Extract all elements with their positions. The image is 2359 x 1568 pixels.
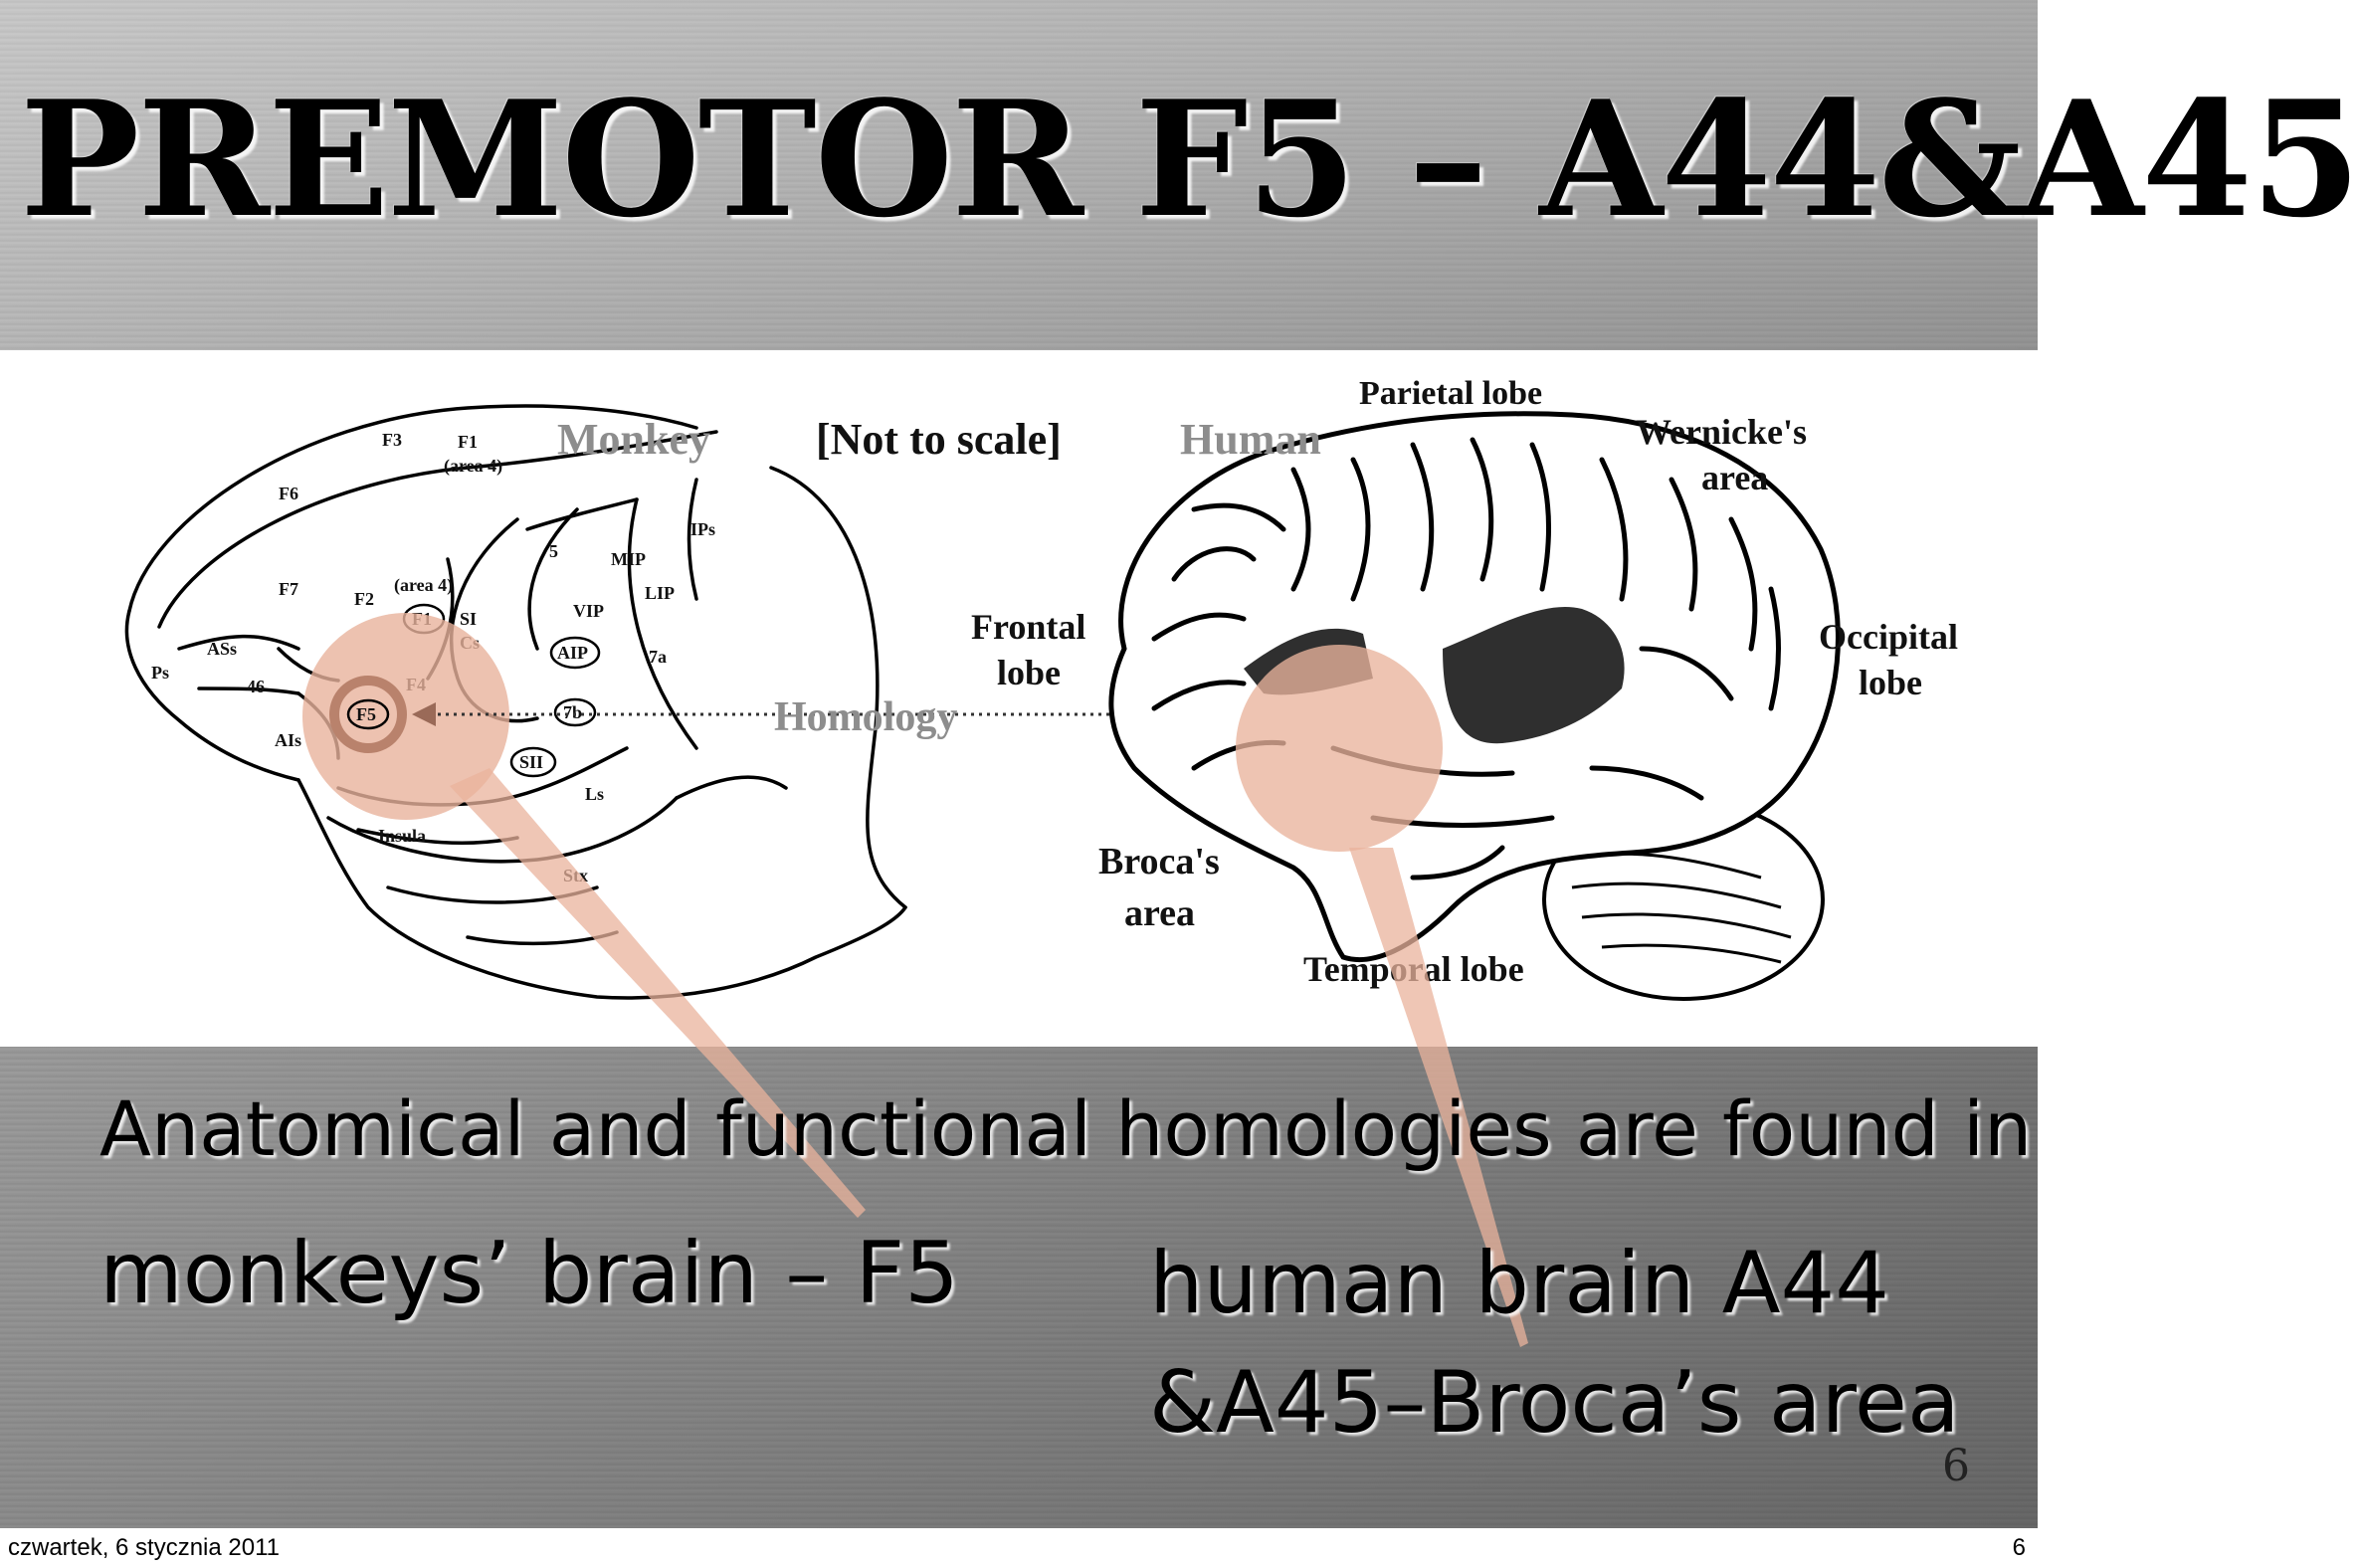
label-lip: LIP — [645, 583, 675, 603]
broca-highlight — [1236, 645, 1443, 852]
f5-ring — [329, 676, 407, 753]
label-ips: IPs — [690, 519, 715, 539]
label-aip: AIP — [557, 643, 588, 663]
label-area-5: 5 — [549, 541, 558, 561]
label-temporal-lobe: Temporal lobe — [1303, 949, 1524, 989]
label-si: SI — [460, 609, 477, 629]
wernicke-dark-region — [1443, 607, 1625, 744]
label-insula: Insula — [378, 826, 426, 846]
scale-note: [Not to scale] — [816, 415, 1062, 464]
label-wernicke-1: Wernicke's — [1636, 412, 1807, 452]
label-46: 46 — [247, 677, 265, 696]
label-broca-1: Broca's — [1098, 841, 1220, 882]
human-brain-text-line1: human brain A44 — [1149, 1234, 1889, 1333]
label-broca-2: area — [1124, 892, 1195, 934]
label-ps: Ps — [151, 663, 169, 683]
label-f1-top: F1 — [458, 432, 478, 452]
label-vip: VIP — [573, 601, 604, 621]
label-frontal-1: Frontal — [971, 607, 1085, 647]
label-sii: SII — [519, 752, 543, 772]
human-brain-text: human brain A44 &A45–Broca’s area — [1149, 1224, 1960, 1463]
label-ass: ASs — [207, 639, 237, 659]
label-wernicke-2: area — [1701, 458, 1768, 497]
f5-arrowhead — [412, 702, 436, 726]
label-frontal-2: lobe — [997, 653, 1061, 692]
slide-title: PREMOTOR F5 – A44&A45 — [20, 66, 2359, 253]
footer-bar: czwartek, 6 stycznia 2011 6 — [0, 1528, 2038, 1568]
label-f2: F2 — [354, 589, 374, 609]
aip-circle — [549, 636, 601, 670]
label-occipital-2: lobe — [1859, 663, 1922, 702]
f5-circle — [346, 698, 390, 730]
label-parietal-lobe: Parietal lobe — [1359, 375, 1542, 412]
label-area4-top: (area 4) — [444, 456, 502, 477]
label-f5: F5 — [356, 704, 376, 724]
brain-homology-figure: Monkey [Not to scale] F3 F1 (area 4) F6 … — [0, 350, 2038, 1047]
label-ais: AIs — [275, 730, 301, 750]
slide-number: 6 — [1942, 1441, 1970, 1491]
label-7b: 7b — [563, 702, 582, 722]
human-brain-text-line2: &A45–Broca’s area — [1149, 1353, 1960, 1453]
label-area4-mid: (area 4) — [394, 575, 453, 596]
monkey-brain-text: monkeys’ brain – F5 — [99, 1224, 959, 1323]
human-brain-drawing — [1108, 411, 1841, 1001]
label-f3: F3 — [382, 430, 402, 450]
label-mip: MIP — [611, 549, 646, 569]
footer-date: czwartek, 6 stycznia 2011 — [8, 1534, 281, 1561]
label-ls: Ls — [585, 784, 604, 804]
caption-text: Anatomical and functional homologies are… — [99, 1084, 2033, 1173]
label-occipital-1: Occipital — [1819, 617, 1958, 657]
label-f7: F7 — [279, 579, 298, 599]
7b-circle — [553, 697, 597, 727]
brain-diagram: Monkey [Not to scale] F3 F1 (area 4) F6 … — [124, 375, 1958, 1001]
label-stx: Stx — [563, 866, 588, 885]
monkey-heading: Monkey — [557, 415, 710, 464]
label-f6: F6 — [279, 484, 298, 503]
label-7a: 7a — [649, 647, 667, 667]
slide: PREMOTOR F5 – A44&A45 — [0, 0, 2359, 1528]
homology-label: Homology — [774, 694, 957, 740]
human-heading: Human — [1180, 415, 1321, 464]
footer-page-number: 6 — [2012, 1534, 2026, 1561]
